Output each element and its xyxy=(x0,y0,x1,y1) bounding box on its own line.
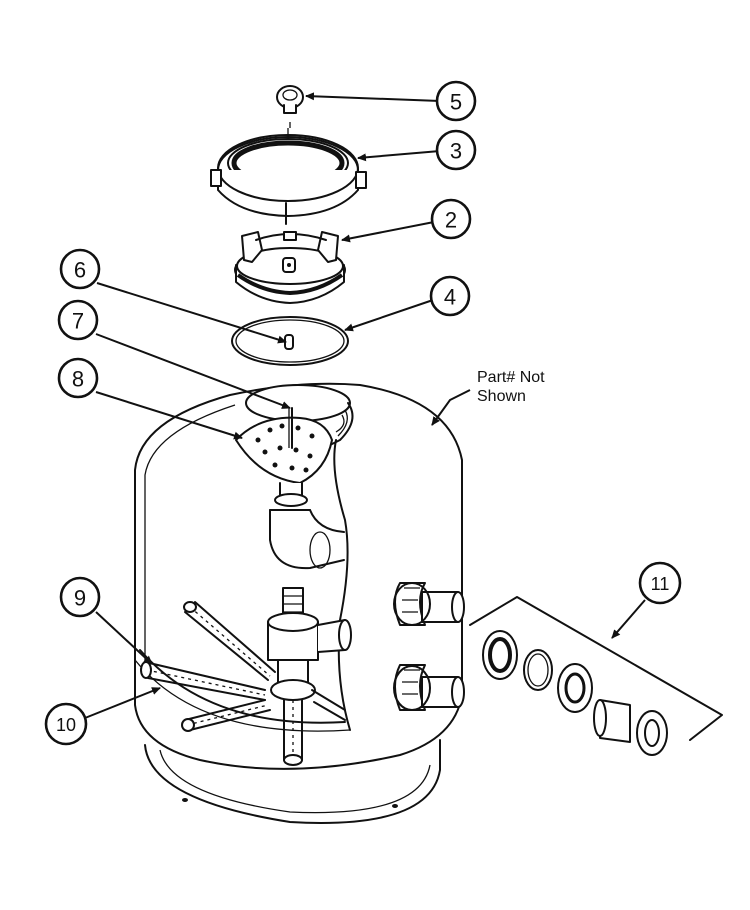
note-line-2: Shown xyxy=(477,388,526,405)
callout-4-label: 4 xyxy=(444,285,456,310)
callout-6: 6 xyxy=(59,248,101,290)
callout-10-label: 10 xyxy=(56,715,76,735)
side-fitting-upper xyxy=(393,582,465,626)
callout-3-label: 3 xyxy=(450,139,462,164)
side-fitting-lower xyxy=(393,664,465,711)
tank-body xyxy=(134,382,463,824)
callout-7: 7 xyxy=(57,299,99,341)
callout-5-label: 5 xyxy=(450,90,462,115)
part-4-o-ring xyxy=(231,316,349,366)
part-7-pin xyxy=(288,407,293,449)
note-line-1: Part# Not xyxy=(477,369,545,386)
callout-2: 2 xyxy=(430,198,472,240)
part-3-lock-ring xyxy=(210,128,367,225)
callout-10: 10 xyxy=(44,702,88,746)
callout-8-label: 8 xyxy=(72,367,84,392)
callout-2-label: 2 xyxy=(445,208,457,233)
callout-7-label: 7 xyxy=(72,309,84,334)
leader-lines xyxy=(84,92,646,719)
part-5-air-relief-valve xyxy=(276,85,304,128)
part-not-shown-note: Part# Not Shown xyxy=(477,369,545,405)
part-6-plug xyxy=(284,334,294,350)
part-8-diffuser xyxy=(235,416,333,507)
part-2-bracket xyxy=(234,231,346,304)
part-11-union-kit xyxy=(469,596,723,756)
internal-pipe xyxy=(269,509,345,570)
callout-11: 11 xyxy=(638,561,682,605)
callout-3: 3 xyxy=(435,129,477,171)
callout-11-label: 11 xyxy=(651,574,670,594)
callout-4: 4 xyxy=(429,275,471,317)
callout-8: 8 xyxy=(57,357,99,399)
callout-9-label: 9 xyxy=(74,586,86,611)
callout-9: 9 xyxy=(59,576,101,618)
callout-5: 5 xyxy=(435,80,477,122)
callout-6-label: 6 xyxy=(74,258,86,283)
